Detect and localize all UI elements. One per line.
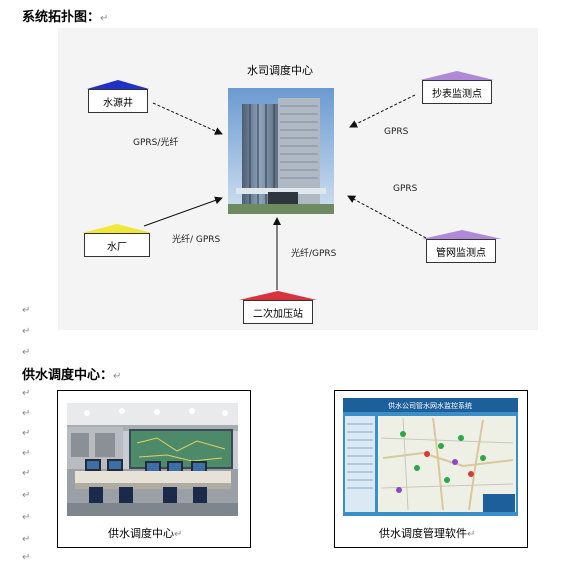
paragraph-mark: ↵	[467, 529, 476, 540]
paragraph-mark: ↵	[22, 468, 31, 479]
dispatch-building-image	[228, 88, 334, 214]
paragraph-mark: ↵	[22, 534, 31, 545]
node-roof-icon	[239, 291, 317, 300]
node-water-well: 水源井	[83, 80, 153, 118]
software-header-text: 供水公司管水网水监控系统	[388, 401, 472, 410]
software-caption: 供水调度管理软件↵	[379, 525, 475, 541]
link-label-plant: 光纤/ GPRS	[172, 235, 221, 245]
node-booster-label: 二次加压站	[243, 300, 313, 324]
dispatch-heading: 供水调度中心：↵	[22, 364, 121, 383]
paragraph-mark: ↵	[22, 326, 31, 337]
dispatch-heading-text: 供水调度中心：	[22, 368, 114, 383]
node-meter-point-label: 抄表监测点	[422, 80, 492, 104]
node-water-well-label: 水源井	[88, 89, 148, 113]
control-room-caption-text: 供水调度中心	[108, 527, 174, 540]
link-label-meter: GPRS	[384, 127, 409, 137]
paragraph-mark: ↵	[22, 428, 31, 439]
control-room-caption: 供水调度中心↵	[108, 525, 182, 541]
node-water-plant-label: 水厂	[84, 233, 150, 257]
control-room-photo	[67, 403, 238, 516]
paragraph-mark: ↵	[22, 448, 31, 459]
paragraph-mark: ↵	[22, 347, 31, 358]
paragraph-mark: ↵	[22, 388, 31, 399]
software-screenshot: 供水公司管水网水监控系统	[343, 398, 518, 516]
arrow-plant	[143, 196, 223, 227]
paragraph-mark: ↵	[100, 13, 109, 24]
link-label-well: GPRS/光纤	[133, 138, 179, 148]
software-caption-text: 供水调度管理软件	[379, 527, 467, 540]
node-pipe-point-label: 管网监测点	[426, 239, 496, 263]
node-roof-icon	[87, 80, 149, 89]
link-label-booster: 光纤/GPRS	[291, 249, 337, 259]
paragraph-mark: ↵	[174, 529, 183, 540]
node-roof-icon	[420, 71, 494, 80]
node-pipe-point: 管网监测点	[420, 230, 504, 268]
link-label-pipe: GPRS	[393, 184, 418, 194]
topology-heading-text: 系统拓扑图：	[22, 10, 101, 25]
node-roof-icon	[82, 224, 152, 233]
arrow-meter	[349, 94, 416, 128]
paragraph-mark: ↵	[22, 490, 31, 501]
paragraph-mark: ↵	[113, 371, 122, 382]
node-roof-icon	[422, 230, 502, 239]
node-water-plant: 水厂	[80, 224, 154, 262]
node-meter-point: 抄表监测点	[416, 71, 498, 109]
topology-heading: 系统拓扑图：↵	[22, 6, 108, 25]
arrow-well	[152, 102, 223, 135]
paragraph-mark: ↵	[22, 512, 31, 523]
paragraph-mark: ↵	[22, 305, 31, 316]
paragraph-mark: ↵	[22, 552, 31, 563]
arrow-pipe	[347, 195, 427, 239]
node-booster-station: 二次加压站	[237, 291, 319, 329]
dispatch-center-title: 水司调度中心	[247, 64, 313, 77]
paragraph-mark: ↵	[22, 408, 31, 419]
